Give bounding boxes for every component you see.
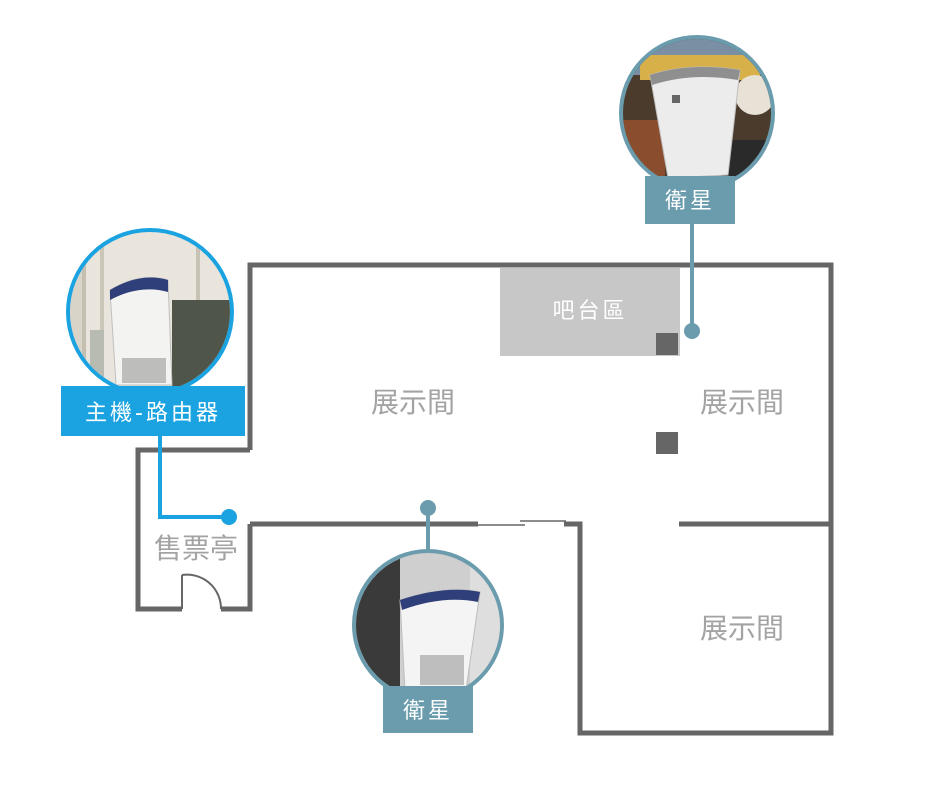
- satellite-bottom-location-dot: [420, 500, 436, 516]
- room-label-exhibit-left: 展示間: [371, 386, 455, 419]
- satellite-bottom-label: 衛星: [403, 699, 453, 724]
- main-router-photo: [70, 232, 230, 392]
- door-opening: [478, 520, 566, 526]
- bar-area: [500, 268, 680, 356]
- satellite-bottom-tag: [383, 686, 473, 733]
- main-router-location-dot: [221, 509, 237, 525]
- booth-door: [181, 573, 223, 610]
- walls: [135, 262, 834, 736]
- satellite-bottom-marker[interactable]: 衛星: [350, 500, 510, 733]
- satellite-top-label: 衛星: [665, 189, 715, 214]
- satellite-top-location-dot: [684, 323, 700, 339]
- bar-area-label: 吧台區: [552, 299, 627, 324]
- satellite-bottom-photo: [356, 553, 500, 697]
- main-router-marker[interactable]: 主機-路由器: [60, 225, 245, 525]
- pillar: [656, 432, 678, 454]
- pillar: [656, 333, 678, 355]
- room-label-exhibit-right-top: 展示間: [700, 386, 784, 419]
- main-router-tag: [61, 386, 245, 436]
- main-router-label: 主機-路由器: [85, 401, 221, 426]
- satellite-top-tag: [645, 176, 735, 224]
- room-label-ticket-booth: 售票亭: [154, 532, 238, 565]
- room-label-exhibit-right-bottom: 展示間: [700, 612, 784, 645]
- main-router-connector: [158, 430, 229, 519]
